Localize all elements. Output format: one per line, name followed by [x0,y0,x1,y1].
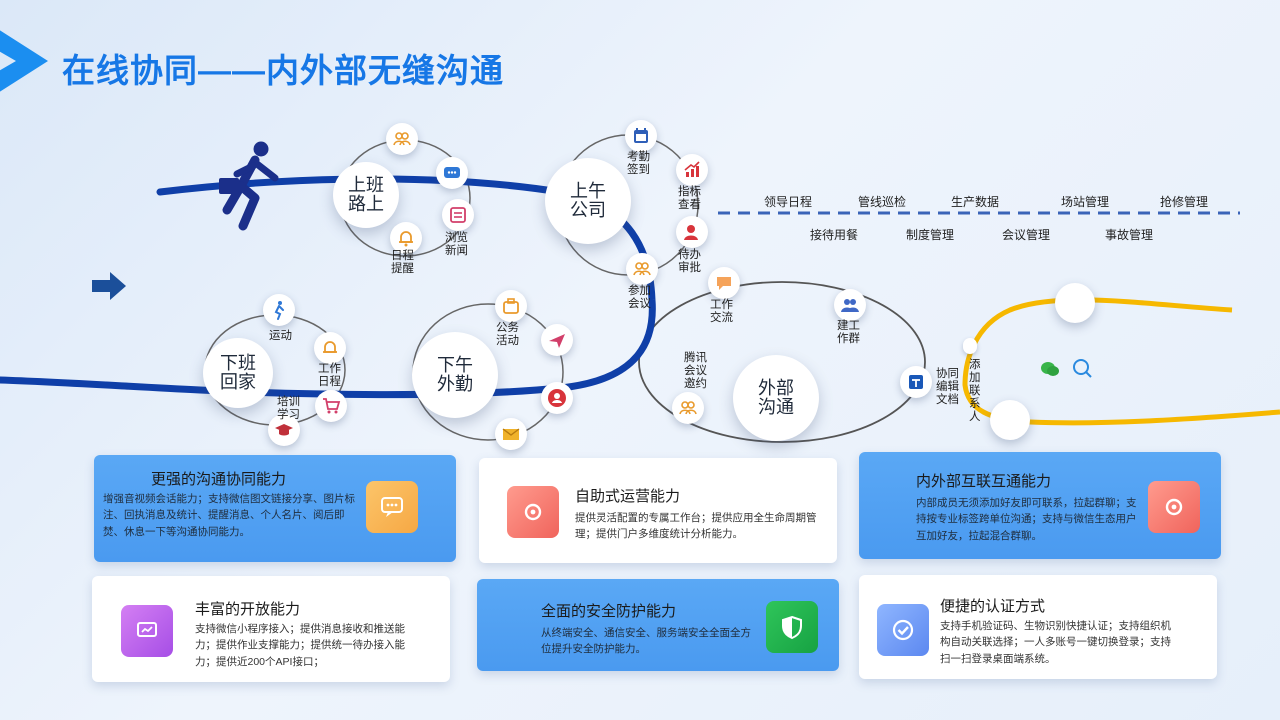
card-desc: 支持手机验证码、生物识别快捷认证；支持组织机构自动关联选择；一人多账号一键切换登… [940,620,1171,665]
message-icon [366,481,418,533]
briefcase-icon [495,290,527,322]
card-authentication: 便捷的认证方式 支持手机验证码、生物识别快捷认证；支持组织机构自动关联选择；一人… [859,575,1217,679]
card-title: 内外部互联互通能力 [916,473,1052,490]
contact-dot-icon [963,338,977,354]
card-communication: 更强的沟通协同能力 增强音视频会话能力；支持微信图文链接分享、图片标注、回执消息… [94,455,456,562]
person-badge-icon [541,382,573,414]
right-arrow-icon [92,272,126,300]
label-approve: 待办 审批 [678,249,701,274]
card-desc: 支持微信小程序接入；提供消息接收和推送能力；提供作业支撑能力；提供统一待办接入能… [195,623,405,668]
card-interconnect: 内外部互联互通能力 内部成员无须添加好友即可联系，拉起群聊；支持按专业标签跨单位… [859,452,1221,559]
card-title: 全面的安全防护能力 [541,603,677,620]
card-title: 自助式运营能力 [575,488,681,505]
tag-bottom-1: 制度管理 [906,228,955,242]
label-checkin: 考勤 签到 [627,151,650,176]
label-training: 培训 学习 [277,396,300,421]
label-news: 浏览 新闻 [445,232,468,257]
brand-logo-icon [0,30,48,92]
bell-icon [390,222,422,254]
card-desc: 内部成员无须添加好友即可联系，拉起群聊；支持按专业标签跨单位沟通；支持与微信生态… [916,497,1137,542]
label-meeting: 参加 会议 [628,285,651,310]
presentation-icon [121,605,173,657]
graduation-cap-icon [268,414,300,446]
tag-top-0: 领导日程 [764,195,813,209]
card-desc: 提供灵活配置的专属工作台；提供应用全生命周期管理；提供门户多维度统计分析能力。 [575,512,817,541]
cart-icon [315,390,347,422]
card-desc: 从终端安全、通信安全、服务端安全全面全方位提升安全防护能力。 [541,627,751,656]
document-icon [900,366,932,398]
settings-icon [1148,481,1200,533]
team-icon [386,123,418,155]
tag-top-4: 抢修管理 [1160,195,1209,209]
card-self-service: 自助式运营能力 提供灵活配置的专属工作台；提供应用全生命周期管理；提供门户多维度… [479,458,837,563]
wechat-icon [1041,362,1059,376]
mail-icon [495,418,527,450]
news-icon [442,199,474,231]
label-kpi: 指标 查看 [678,186,701,211]
tag-top-1: 管线巡检 [858,195,907,209]
label-coedit: 协同 编辑 文档 [936,368,959,406]
shield-icon [766,601,818,653]
card-title: 便捷的认证方式 [940,598,1046,615]
label-sport: 运动 [269,330,292,342]
journey-path [0,175,656,399]
wechat-node-bottom [990,400,1030,440]
plane-icon [541,324,573,356]
speech-icon [708,267,740,299]
card-title: 丰富的开放能力 [195,601,301,618]
label-group: 建工 作群 [837,320,860,345]
walk-icon [263,294,295,326]
label-field: 公务 活动 [496,322,519,347]
card-title: 更强的沟通协同能力 [151,471,287,488]
tag-bottom-3: 事故管理 [1105,228,1154,242]
page-title: 在线协同——内外部无缝沟通 [62,52,504,89]
check-circle-icon [877,604,929,656]
label-tencent-meeting: 腾讯 会议 邀约 [684,352,707,390]
invite-icon [672,392,704,424]
chat-search-icon [1073,359,1092,378]
settings-icon [507,486,559,538]
wechat-node-top [1055,283,1095,323]
alarm-bell-icon [314,332,346,364]
calendar-icon [625,120,657,152]
group-icon [834,289,866,321]
chart-up-icon [676,154,708,186]
stage-afternoon-field: 下午 外勤 [412,332,498,418]
tag-bottom-2: 会议管理 [1002,228,1051,242]
loop-external [638,281,926,443]
tag-bottom-0: 接待用餐 [810,228,859,242]
runner-icon [219,141,279,231]
label-add-contact: 添 加 联 系 人 [969,359,981,423]
tag-top-2: 生产数据 [951,195,1000,209]
label-remind: 日程 提醒 [391,250,414,275]
stage-morning-commute: 上班 路上 [333,162,399,228]
card-desc: 增强音视频会话能力；支持微信图文链接分享、图片标注、回执消息及统计、提醒消息、个… [103,493,355,538]
meeting-people-icon [626,253,658,285]
label-schedule: 工作 日程 [318,363,341,388]
tag-top-3: 场站管理 [1061,195,1110,209]
card-security: 全面的安全防护能力 从终端安全、通信安全、服务端安全全面全方位提升安全防护能力。 [477,579,839,671]
approve-user-icon [676,216,708,248]
stage-go-home: 下班 回家 [203,338,273,408]
chat-bubble-icon [436,157,468,189]
stage-morning-office: 上午 公司 [545,158,631,244]
card-open-capability: 丰富的开放能力 支持微信小程序接入；提供消息接收和推送能力；提供作业支撑能力；提… [92,576,450,682]
label-chat: 工作 交流 [710,299,733,324]
stage-external-comm: 外部 沟通 [733,355,819,441]
